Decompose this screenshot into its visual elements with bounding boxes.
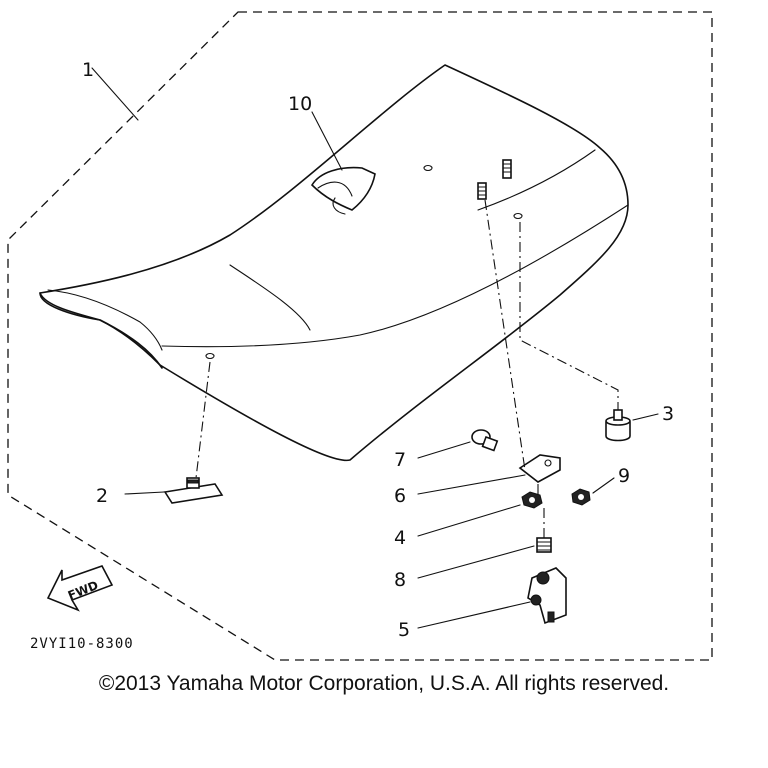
leader-lines: [91, 67, 659, 629]
part-7-bolt: [471, 429, 499, 452]
callout-4: 4: [394, 527, 406, 549]
seat-bolt-b: [502, 159, 512, 179]
part-2-nut-plate: [163, 477, 224, 504]
callout-9: 9: [618, 465, 630, 487]
seat-assembly: [39, 64, 629, 462]
callout-10: 10: [288, 93, 312, 115]
fwd-arrow-icon: FWD: [46, 565, 114, 612]
part-5-lock: [527, 567, 567, 625]
part-4-nut: [521, 491, 543, 509]
part-3-damper: [605, 409, 631, 442]
seat-strap: [310, 166, 376, 215]
part-8-spring: [536, 537, 552, 553]
part-6-lock-bracket: [518, 454, 561, 483]
alignment-lines: [195, 199, 619, 538]
callout-1: 1: [82, 59, 94, 81]
assembly-boundary: [7, 11, 713, 661]
callout-6: 6: [394, 485, 406, 507]
callout-7: 7: [394, 449, 406, 471]
part-9-nut: [571, 488, 591, 506]
copyright-notice: ©2013 Yamaha Motor Corporation, U.S.A. A…: [98, 672, 670, 695]
callout-numbers: 1 10 2 3 7 6 4 8 5 9: [82, 59, 674, 641]
seat-bolt-a: [477, 182, 487, 200]
callout-3: 3: [662, 403, 674, 425]
callout-5: 5: [398, 619, 410, 641]
diagram-code: 2VYI10-8300: [30, 636, 134, 652]
callout-2: 2: [96, 485, 108, 507]
callout-8: 8: [394, 569, 406, 591]
